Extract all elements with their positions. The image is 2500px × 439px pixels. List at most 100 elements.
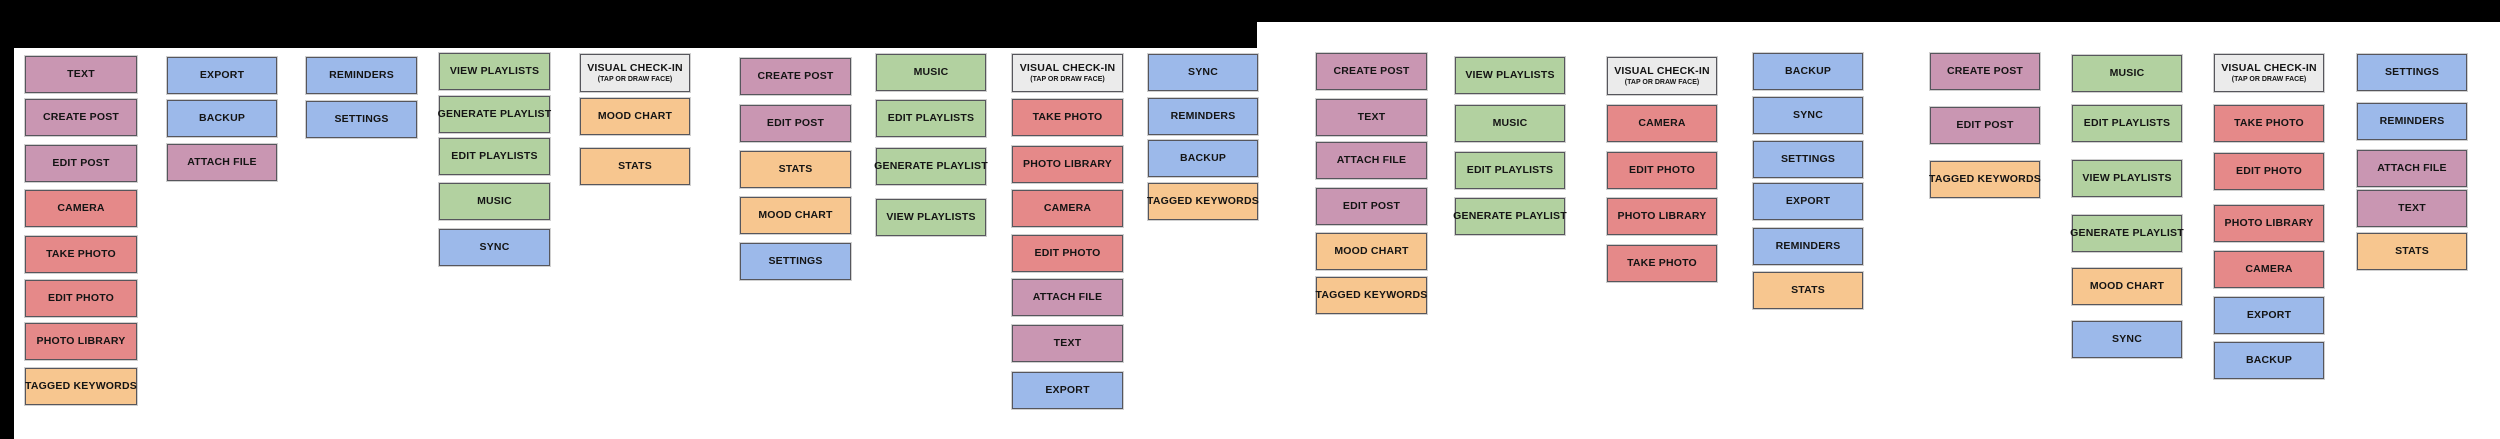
card-sync[interactable]: SYNC — [2072, 321, 2182, 358]
card-create-post[interactable]: CREATE POST — [1930, 53, 2040, 90]
card-view-playlists[interactable]: VIEW PLAYLISTS — [439, 53, 550, 90]
card-sync[interactable]: SYNC — [1753, 97, 1863, 134]
card-label: EDIT POST — [1956, 118, 2014, 131]
card-music[interactable]: MUSIC — [2072, 55, 2182, 92]
card-music[interactable]: MUSIC — [439, 183, 550, 220]
card-edit-photo[interactable]: EDIT PHOTO — [1012, 235, 1123, 272]
card-stats[interactable]: STATS — [1753, 272, 1863, 309]
card-take-photo[interactable]: TAKE PHOTO — [25, 236, 137, 273]
card-visual-check-in[interactable]: VISUAL CHECK-IN(TAP OR DRAW FACE) — [580, 54, 690, 92]
card-label: VIEW PLAYLISTS — [2082, 171, 2172, 184]
card-view-playlists[interactable]: VIEW PLAYLISTS — [876, 199, 986, 236]
card-visual-check-in[interactable]: VISUAL CHECK-IN(TAP OR DRAW FACE) — [2214, 54, 2324, 92]
card-camera[interactable]: CAMERA — [25, 190, 137, 227]
card-backup[interactable]: BACKUP — [2214, 342, 2324, 379]
card-tagged-keywords[interactable]: TAGGED KEYWORDS — [1147, 183, 1259, 220]
card-text[interactable]: TEXT — [1316, 99, 1427, 136]
card-label: TEXT — [67, 67, 95, 80]
card-label: EDIT PHOTO — [1034, 246, 1101, 259]
card-attach-file[interactable]: ATTACH FILE — [1012, 279, 1123, 316]
card-label: BACKUP — [1179, 151, 1227, 164]
card-view-playlists[interactable]: VIEW PLAYLISTS — [1455, 57, 1565, 94]
card-export[interactable]: EXPORT — [1753, 183, 1863, 220]
card-visual-check-in[interactable]: VISUAL CHECK-IN(TAP OR DRAW FACE) — [1012, 54, 1123, 92]
card-edit-playlists[interactable]: EDIT PLAYLISTS — [876, 100, 986, 137]
card-label: EXPORT — [1045, 383, 1090, 396]
card-edit-post[interactable]: EDIT POST — [1316, 188, 1427, 225]
card-camera[interactable]: CAMERA — [1012, 190, 1123, 227]
card-mood-chart[interactable]: MOOD CHART — [580, 98, 690, 135]
card-generate-playlist[interactable]: GENERATE PLAYLIST — [874, 148, 988, 185]
card-edit-playlists[interactable]: EDIT PLAYLISTS — [1455, 152, 1565, 189]
card-take-photo[interactable]: TAKE PHOTO — [1012, 99, 1123, 136]
card-photo-library[interactable]: PHOTO LIBRARY — [1607, 198, 1717, 235]
card-mood-chart[interactable]: MOOD CHART — [2072, 268, 2182, 305]
card-generate-playlist[interactable]: GENERATE PLAYLIST — [2070, 215, 2184, 252]
card-mood-chart[interactable]: MOOD CHART — [740, 197, 851, 234]
card-label: MUSIC — [1492, 116, 1528, 129]
card-settings[interactable]: SETTINGS — [306, 101, 417, 138]
card-label: EDIT PHOTO — [48, 291, 114, 304]
card-music[interactable]: MUSIC — [1455, 105, 1565, 142]
card-settings[interactable]: SETTINGS — [1753, 141, 1863, 178]
card-backup[interactable]: BACKUP — [167, 100, 277, 137]
card-edit-playlists[interactable]: EDIT PLAYLISTS — [2072, 105, 2182, 142]
card-sync[interactable]: SYNC — [1148, 54, 1258, 91]
card-create-post[interactable]: CREATE POST — [740, 58, 851, 95]
card-label: EDIT POST — [1342, 199, 1401, 212]
card-photo-library[interactable]: PHOTO LIBRARY — [2214, 205, 2324, 242]
card-stats[interactable]: STATS — [2357, 233, 2467, 270]
card-attach-file[interactable]: ATTACH FILE — [167, 144, 277, 181]
card-mood-chart[interactable]: MOOD CHART — [1316, 233, 1427, 270]
card-stats[interactable]: STATS — [740, 151, 851, 188]
card-export[interactable]: EXPORT — [1012, 372, 1123, 409]
card-create-post[interactable]: CREATE POST — [25, 99, 137, 136]
card-reminders[interactable]: REMINDERS — [1148, 98, 1258, 135]
card-backup[interactable]: BACKUP — [1148, 140, 1258, 177]
card-visual-check-in[interactable]: VISUAL CHECK-IN(TAP OR DRAW FACE) — [1607, 57, 1717, 95]
card-tagged-keywords[interactable]: TAGGED KEYWORDS — [25, 368, 137, 405]
card-text[interactable]: TEXT — [1012, 325, 1123, 362]
card-stats[interactable]: STATS — [580, 148, 690, 185]
card-sync[interactable]: SYNC — [439, 229, 550, 266]
card-reminders[interactable]: REMINDERS — [2357, 103, 2467, 140]
card-take-photo[interactable]: TAKE PHOTO — [2214, 105, 2324, 142]
card-backup[interactable]: BACKUP — [1753, 53, 1863, 90]
card-generate-playlist[interactable]: GENERATE PLAYLIST — [1453, 198, 1567, 235]
card-label: STATS — [1791, 283, 1825, 296]
card-text[interactable]: TEXT — [2357, 190, 2467, 227]
card-attach-file[interactable]: ATTACH FILE — [1316, 142, 1427, 179]
card-label: SETTINGS — [2384, 65, 2440, 78]
card-tagged-keywords[interactable]: TAGGED KEYWORDS — [1316, 277, 1427, 314]
card-edit-photo[interactable]: EDIT PHOTO — [25, 280, 137, 317]
card-camera[interactable]: CAMERA — [2214, 251, 2324, 288]
card-reminders[interactable]: REMINDERS — [306, 57, 417, 94]
card-attach-file[interactable]: ATTACH FILE — [2357, 150, 2467, 187]
card-edit-photo[interactable]: EDIT PHOTO — [2214, 153, 2324, 190]
card-label: EDIT POST — [52, 156, 110, 169]
card-reminders[interactable]: REMINDERS — [1753, 228, 1863, 265]
card-view-playlists[interactable]: VIEW PLAYLISTS — [2072, 160, 2182, 197]
card-label: STATS — [618, 159, 652, 172]
card-tagged-keywords[interactable]: TAGGED KEYWORDS — [1929, 161, 2041, 198]
card-generate-playlist[interactable]: GENERATE PLAYLIST — [438, 96, 551, 133]
card-photo-library[interactable]: PHOTO LIBRARY — [1012, 146, 1123, 183]
card-edit-playlists[interactable]: EDIT PLAYLISTS — [439, 138, 550, 175]
card-camera[interactable]: CAMERA — [1607, 105, 1717, 142]
card-edit-photo[interactable]: EDIT PHOTO — [1607, 152, 1717, 189]
card-settings[interactable]: SETTINGS — [2357, 54, 2467, 91]
card-label: GENERATE PLAYLIST — [874, 159, 988, 172]
card-settings[interactable]: SETTINGS — [740, 243, 851, 280]
card-text[interactable]: TEXT — [25, 56, 137, 93]
card-label: SETTINGS — [1780, 152, 1836, 165]
card-create-post[interactable]: CREATE POST — [1316, 53, 1427, 90]
card-take-photo[interactable]: TAKE PHOTO — [1607, 245, 1717, 282]
card-edit-post[interactable]: EDIT POST — [25, 145, 137, 182]
card-export[interactable]: EXPORT — [2214, 297, 2324, 334]
card-music[interactable]: MUSIC — [876, 54, 986, 91]
card-photo-library[interactable]: PHOTO LIBRARY — [25, 323, 137, 360]
card-export[interactable]: EXPORT — [167, 57, 277, 94]
card-label: EDIT PLAYLISTS — [887, 111, 975, 124]
card-edit-post[interactable]: EDIT POST — [740, 105, 851, 142]
card-edit-post[interactable]: EDIT POST — [1930, 107, 2040, 144]
